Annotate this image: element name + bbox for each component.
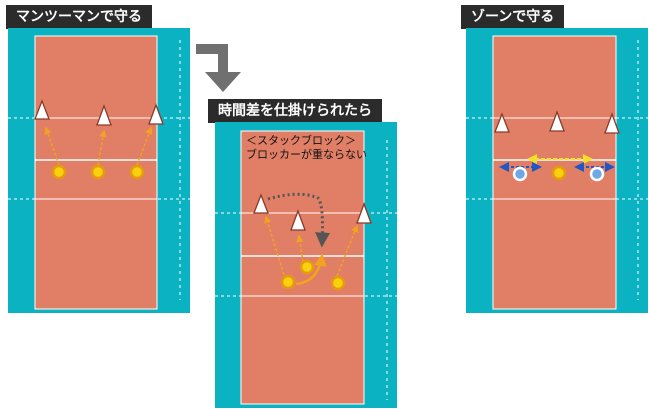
- blocker-circle: [90, 164, 106, 180]
- title-staggered: 時間差を仕掛けられたら: [208, 99, 382, 123]
- blocker-circle: [280, 274, 296, 290]
- block-arrow: [264, 215, 285, 276]
- blocker-circle: [51, 164, 67, 180]
- zone-blocker-ring: [589, 166, 605, 182]
- court-man-to-man: [8, 28, 190, 313]
- block-arrow: [97, 129, 107, 166]
- blocker-circle: [330, 275, 346, 291]
- title-man-to-man: マンツーマンで守る: [6, 5, 152, 29]
- attacker-triangle: [604, 112, 620, 134]
- block-arrow: [296, 234, 304, 263]
- blocker-circle: [129, 164, 145, 180]
- shift-arrow: [295, 253, 327, 286]
- block-arrow: [336, 224, 359, 277]
- title-zone: ゾーンで守る: [461, 5, 565, 29]
- decoy-move-arrow: [267, 192, 331, 248]
- attacker-triangle: [494, 112, 510, 133]
- court-zone: [466, 28, 648, 313]
- note-line-2: ブロッカーが重ならない: [246, 148, 367, 161]
- attacker-triangle: [34, 99, 50, 120]
- note-stack-block: ＜スタックブロック＞ ブロッカーが重ならない: [246, 134, 367, 162]
- attacker-triangle: [356, 202, 372, 224]
- block-arrow: [44, 126, 60, 166]
- block-arrow: [136, 126, 153, 166]
- attacker-triangle: [96, 104, 112, 126]
- attacker-triangle: [253, 193, 269, 214]
- blocker-circle: [299, 259, 315, 275]
- attacker-triangle: [148, 103, 164, 125]
- note-line-1: ＜スタックブロック＞: [246, 134, 356, 147]
- attacker-triangle: [549, 110, 565, 132]
- corner-down-arrow-icon: [196, 44, 241, 92]
- attacker-triangle: [290, 209, 306, 231]
- court-staggered: [215, 122, 397, 408]
- zone-blocker-ring: [512, 166, 528, 182]
- blocker-circle: [551, 165, 567, 181]
